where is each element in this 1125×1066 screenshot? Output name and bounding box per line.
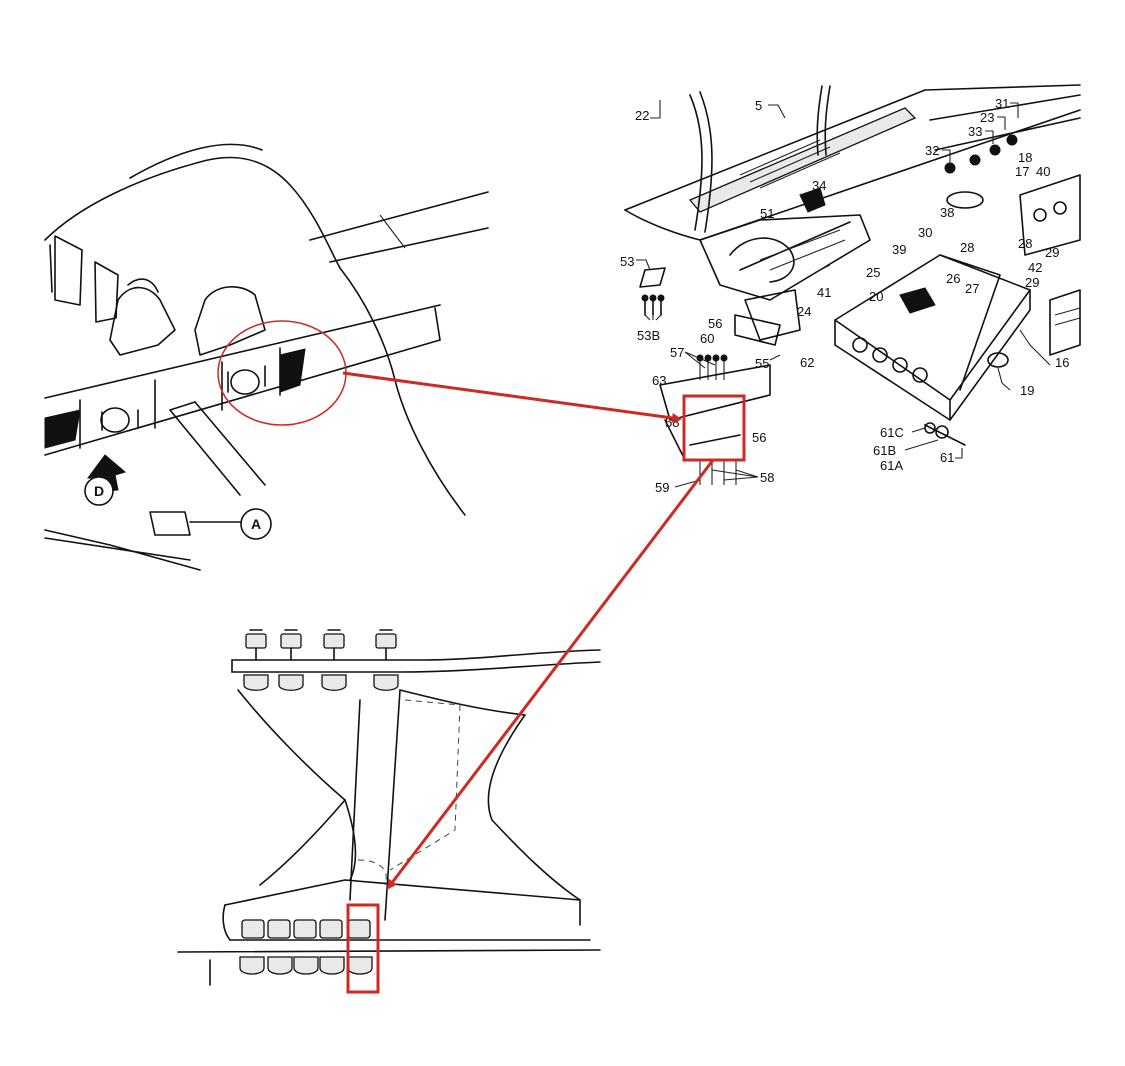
- callout-34: 34: [812, 178, 826, 193]
- top-bolt-row: [243, 629, 399, 691]
- callout-61a: 61A: [880, 458, 903, 473]
- callout-39: 39: [892, 242, 906, 257]
- callout-5: 5: [755, 98, 762, 113]
- callout-28-right: 28: [1018, 236, 1032, 251]
- view-d-label: D: [94, 483, 104, 499]
- callout-61c: 61C: [880, 425, 904, 440]
- callout-61b: 61B: [873, 443, 896, 458]
- callout-28-left: 28: [960, 240, 974, 255]
- callout-40: 40: [1036, 164, 1050, 179]
- view-a-label: A: [251, 516, 261, 532]
- callout-38: 38: [940, 205, 954, 220]
- callout-42: 42: [1028, 260, 1042, 275]
- callout-32: 32: [925, 143, 939, 158]
- callout-61: 61: [940, 450, 954, 465]
- view-d-marker: [84, 476, 114, 506]
- callout-31: 31: [995, 96, 1009, 111]
- callout-58: 58: [760, 470, 774, 485]
- aircraft-overview-drawing: D A: [44, 143, 489, 571]
- fitting-detail-drawing: [177, 629, 601, 994]
- callout-33: 33: [968, 124, 982, 139]
- callout-20: 20: [869, 289, 883, 304]
- callout-25: 25: [866, 265, 880, 280]
- callout-24: 24: [797, 304, 811, 319]
- highlight-box-lower: [346, 903, 380, 994]
- callout-55: 55: [755, 356, 769, 371]
- callout-53b: 53B: [637, 328, 660, 343]
- callout-63: 63: [652, 373, 666, 388]
- callout-53: 53: [620, 254, 634, 269]
- callout-41: 41: [817, 285, 831, 300]
- exploded-parts-diagram: 22 5 31 23 33 32 18 17 40 34 38 51 30 28…: [620, 84, 1081, 495]
- callout-19: 19: [1020, 383, 1034, 398]
- connector-arrows: [342, 371, 715, 890]
- callout-29-right: 29: [1045, 245, 1059, 260]
- callout-29: 29: [1025, 275, 1039, 290]
- callout-59: 59: [655, 480, 669, 495]
- callout-60: 60: [700, 331, 714, 346]
- callout-57: 57: [670, 345, 684, 360]
- callout-51: 51: [760, 206, 774, 221]
- arrow-parts-to-detail: [386, 459, 715, 890]
- callout-56-box: 56: [752, 430, 766, 445]
- callout-30: 30: [918, 225, 932, 240]
- callout-26: 26: [946, 271, 960, 286]
- callout-23: 23: [980, 110, 994, 125]
- view-a-marker: [240, 508, 272, 540]
- callout-22: 22: [635, 108, 649, 123]
- callout-56-top: 56: [708, 316, 722, 331]
- callout-27: 27: [965, 281, 979, 296]
- callout-17: 17: [1015, 164, 1029, 179]
- callout-18: 18: [1018, 150, 1032, 165]
- highlight-box-upper: [682, 394, 746, 462]
- callout-16: 16: [1055, 355, 1069, 370]
- arrow-overview-to-parts: [342, 371, 682, 423]
- callout-62: 62: [800, 355, 814, 370]
- bottom-bolt-row: [239, 919, 373, 975]
